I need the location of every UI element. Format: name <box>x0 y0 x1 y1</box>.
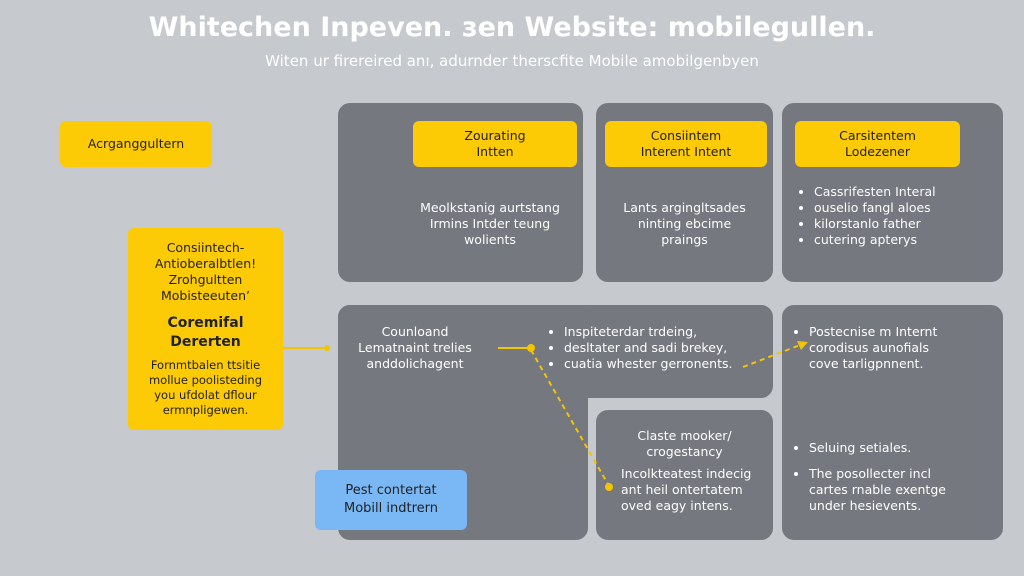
panel-6 <box>782 305 1003 540</box>
top-left-box: Acrganggultern <box>60 121 212 167</box>
page-title: Whitechen Inpeven. зen Website: mobilegu… <box>148 12 876 43</box>
line: Coremifal <box>167 315 244 331</box>
list-item: cutering apterys <box>814 232 1000 248</box>
line: praings <box>661 232 708 247</box>
line: Pest contertat <box>345 483 437 498</box>
line: Mobill indtrern <box>343 501 438 516</box>
list-item: Seluing setiales. <box>809 440 955 456</box>
line: Counloand <box>381 324 449 339</box>
line: anddolichagent <box>366 356 464 371</box>
line: Lematnaint trelies <box>358 340 472 355</box>
line: crogestancy <box>646 444 723 459</box>
panel-5 <box>596 410 773 540</box>
connector-dot <box>527 344 535 352</box>
line: Interent Intent <box>640 144 732 159</box>
line: you ufdolat dflour <box>154 388 257 402</box>
line: Zrohgultten <box>168 272 243 287</box>
page-subtitle: Witen ur firereired anı, adurnder thersc… <box>265 52 759 70</box>
list-item: Cassrifesten Interal <box>814 184 1000 200</box>
line: Lants argingltsades <box>623 200 746 215</box>
list-item: Inspiteterdar trdeing, <box>564 324 765 340</box>
panel-4-list: Inspiteterdar trdeing,desltater and sadi… <box>550 324 765 372</box>
list-item: desltater and sadi brekey, <box>564 340 765 356</box>
line: ant heil ontertatem <box>621 482 743 497</box>
panel-6-list-bottom: Seluing setiales. The posollecter incl ca… <box>795 440 955 514</box>
list-item: Postecnise m Internt corodisus aunofials… <box>809 324 955 372</box>
connector-dot <box>324 345 330 351</box>
line: Lodezener <box>844 144 911 159</box>
line: Carsitentem <box>839 128 916 143</box>
line: oved eagy intens. <box>621 498 733 513</box>
dashed-connector <box>530 349 610 487</box>
list-item: ouselio fangl aloes <box>814 200 1000 216</box>
line: mollue poolisteding <box>148 373 263 387</box>
line: ermnpligewen. <box>162 403 249 417</box>
panel-3-list: Cassrifesten Interalouselio fangl aloesk… <box>800 184 1000 248</box>
line: ninting ebcime <box>637 216 732 231</box>
panel-5-heading: Claste mooker/crogestancy <box>596 428 773 460</box>
line: Fornmtbalen ttsitie <box>150 358 261 372</box>
list-item: The posollecter incl cartes rnable exent… <box>809 466 955 514</box>
line: wolients <box>464 232 516 247</box>
list-item: cuatia whester gerronents. <box>564 356 765 372</box>
line: Zourating <box>464 128 526 143</box>
line: Incolkteatest indecig <box>621 466 752 481</box>
line: Irmins Intder teung <box>429 216 551 231</box>
arrowhead-icon <box>797 341 808 350</box>
line: Consiintech- <box>166 240 245 255</box>
line: Antioberalbtlen! <box>154 256 257 271</box>
line: Consiintem <box>650 128 722 143</box>
line: Meolkstanig aurtstang <box>420 200 560 215</box>
line: Dererten <box>170 334 241 350</box>
list-item: kilorstanlo father <box>814 216 1000 232</box>
dashed-arrow <box>742 344 801 368</box>
connector-dot <box>605 483 613 491</box>
line: Mobisteeuten’ <box>160 288 251 303</box>
line: Intten <box>476 144 514 159</box>
panel-6-list-top: Postecnise m Internt corodisus aunofials… <box>795 324 955 372</box>
line: Claste mooker/ <box>637 428 732 443</box>
